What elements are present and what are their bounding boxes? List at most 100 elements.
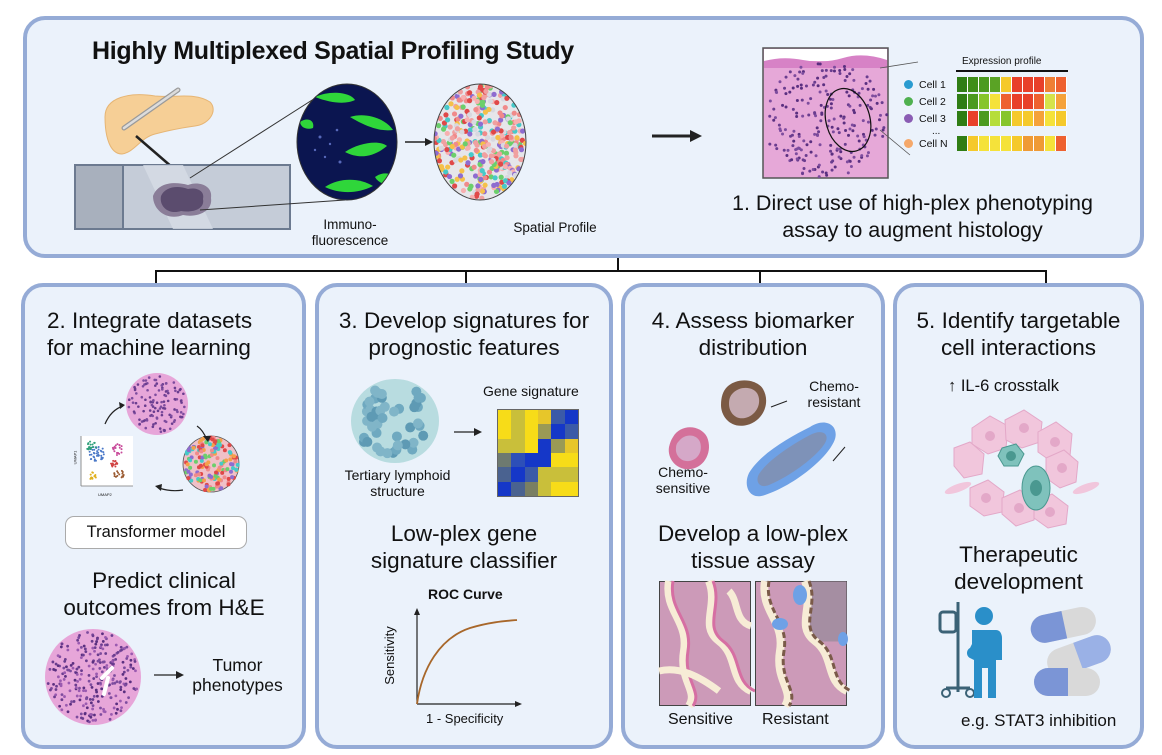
decor-dot [852, 78, 856, 82]
decor-dot [508, 134, 514, 140]
decor-dot [189, 478, 194, 483]
decor-dot [196, 465, 201, 470]
expression-cell [1034, 77, 1045, 92]
expression-cell [1001, 77, 1012, 92]
decor-dot [230, 466, 235, 471]
decor-dot [91, 646, 95, 650]
expression-cell [979, 94, 990, 109]
expression-cell [1001, 136, 1012, 151]
decor-dot [838, 147, 842, 151]
decor-dot [95, 637, 99, 641]
heatmap-cell [498, 438, 512, 453]
decor-dot [79, 645, 83, 649]
heatmap-cell [537, 410, 552, 425]
decor-dot [93, 448, 96, 451]
decor-dot [219, 461, 224, 466]
decor-dot [115, 461, 118, 464]
decor-dot [66, 710, 70, 714]
heatmap-cell [537, 424, 552, 439]
decor-dot [71, 661, 75, 665]
transformer-model-button[interactable]: Transformer model [65, 516, 247, 549]
decor-dot [871, 94, 875, 98]
decor-dot [458, 157, 464, 163]
immunofluorescence-label-line2: fluorescence [311, 233, 389, 248]
decor-dot [522, 140, 526, 146]
decor-dot [799, 83, 803, 87]
decor-dot [87, 664, 91, 668]
decor-dot [197, 472, 202, 477]
decor-dot [843, 68, 847, 72]
decor-dot [792, 139, 796, 143]
expression-cell [957, 77, 968, 92]
decor-dot [809, 97, 813, 101]
decor-dot [114, 711, 118, 715]
decor-dot [62, 666, 66, 670]
tls-label-line2: structure [370, 483, 425, 499]
decor-dot [865, 75, 869, 79]
decor-dot [116, 707, 119, 711]
decor-dot [89, 701, 93, 705]
decor-dot [846, 171, 850, 175]
decor-dot [102, 660, 106, 664]
decor-dot [468, 152, 474, 158]
decor-dot [99, 652, 103, 655]
decor-dot [885, 113, 889, 117]
decor-dot [811, 167, 815, 171]
decor-dot [490, 136, 496, 142]
decor-dot [768, 114, 772, 118]
decor-dot [136, 383, 140, 386]
decor-dot [768, 99, 772, 103]
decor-dot [149, 400, 152, 404]
decor-dot [120, 648, 123, 652]
decor-dot [101, 647, 105, 651]
decor-dot [491, 91, 497, 97]
decor-dot [69, 664, 73, 667]
decor-dot [155, 382, 159, 385]
decor-dot [833, 165, 837, 169]
decor-dot [819, 103, 823, 107]
decor-dot [148, 396, 152, 399]
decor-dot [818, 143, 822, 147]
decor-dot [230, 475, 235, 480]
decor-dot [179, 399, 183, 403]
decor-dot [88, 652, 92, 656]
expression-cell [1056, 136, 1067, 151]
decor-dot [113, 475, 116, 478]
decor-dot [158, 427, 162, 430]
decor-dot [116, 452, 119, 455]
decor-dot [462, 155, 468, 161]
histology-image [762, 47, 889, 179]
chemo-resistant-label: Chemo- resistant [799, 378, 869, 410]
decor-dot [113, 473, 116, 476]
decor-dot [816, 84, 820, 88]
decor-dot [77, 689, 81, 693]
heatmap-cell [524, 452, 538, 468]
decor-dot [444, 130, 450, 137]
decor-dot [836, 127, 840, 131]
decor-dot [76, 648, 80, 652]
decor-dot [100, 454, 103, 457]
decor-dot [482, 175, 488, 181]
decor-dot [870, 128, 874, 132]
decor-dot [77, 636, 81, 639]
heatmap-cell [564, 452, 578, 468]
decor-dot [848, 72, 852, 76]
decor-dot [786, 148, 790, 152]
decor-dot [466, 112, 473, 118]
decor-dot [100, 687, 104, 691]
expression-cell [1012, 111, 1023, 126]
decor-dot [838, 71, 842, 75]
decor-dot [81, 717, 85, 720]
decor-dot [460, 187, 467, 194]
decor-dot [512, 142, 518, 148]
decor-dot [838, 69, 842, 73]
step1-description: 1. Direct use of high-plex phenotyping a… [690, 190, 1135, 244]
decor-dot [804, 153, 808, 157]
decor-dot [98, 658, 101, 662]
decor-dot [76, 638, 80, 642]
decor-dot [84, 702, 88, 706]
decor-dot [76, 679, 79, 683]
decor-dot [120, 476, 123, 479]
heatmap-cell [524, 410, 538, 425]
panel4-title: 4. Assess biomarker distribution [625, 307, 881, 361]
